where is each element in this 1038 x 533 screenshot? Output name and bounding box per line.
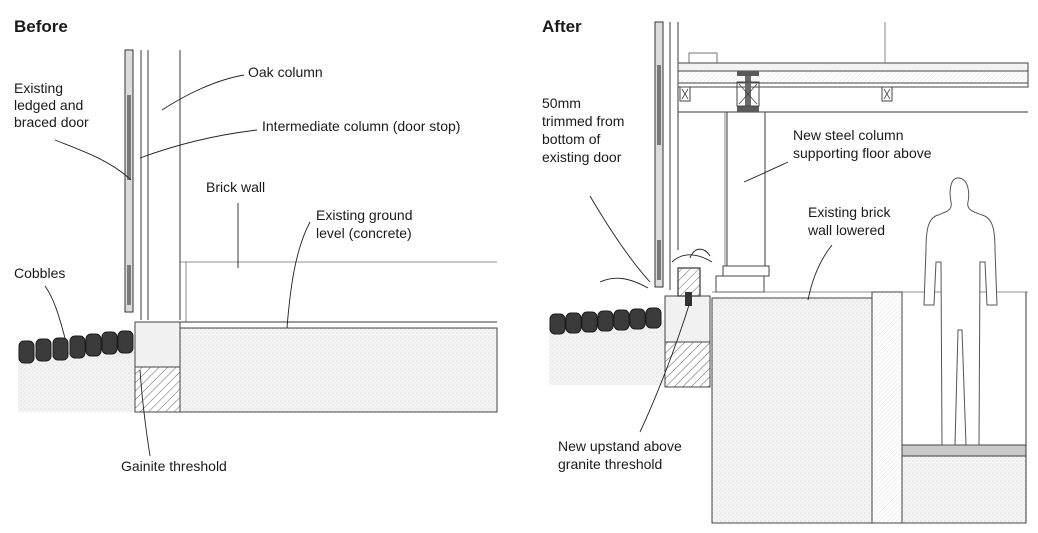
leader-brick-lowered (807, 244, 833, 301)
label-upstand: New upstand above granite threshold (558, 438, 686, 472)
leader-steel-column (743, 161, 789, 183)
joist-bracket-left (679, 86, 691, 102)
after-wall-core (871, 291, 903, 524)
after-cobble-bed (549, 320, 665, 385)
label-trimmed: 50mm trimmed from bottom of existing doo… (542, 95, 628, 165)
after-wall-block (711, 297, 873, 524)
label-intermediate-column: Intermediate column (door stop) (262, 118, 460, 134)
label-steel-column: New steel column supporting floor above (793, 127, 932, 161)
lowered-floor-slab (901, 444, 1027, 457)
leader-threshold (139, 369, 151, 457)
label-ground-level: Existing ground level (concrete) (316, 207, 416, 241)
leader-intermediate-column (139, 129, 258, 159)
after-panel: After (542, 17, 1029, 524)
steel-column (715, 112, 770, 293)
before-door (124, 49, 134, 313)
joist-bracket-right (881, 86, 893, 102)
after-title: After (542, 17, 582, 36)
label-cobbles: Cobbles (14, 265, 65, 281)
after-threshold-base (664, 341, 711, 388)
steel-beam (736, 71, 760, 112)
leader-oak-column (161, 74, 245, 111)
before-threshold (134, 321, 181, 368)
before-threshold-base (134, 366, 181, 413)
scale-figure (923, 177, 998, 446)
leader-trimmed-2 (599, 277, 649, 289)
before-cobbles (18, 330, 134, 364)
label-brick-wall: Brick wall (206, 179, 265, 195)
leader-upstand (639, 301, 691, 433)
leader-door (54, 139, 132, 181)
before-title: Before (14, 17, 68, 36)
label-brick-lowered: Existing brick wall lowered (807, 204, 894, 238)
leader-cobbles (44, 285, 66, 339)
before-ground-slab (179, 327, 498, 413)
lowered-floor-base (901, 455, 1027, 524)
upstand-fixing (685, 292, 692, 306)
leader-ground-level (286, 221, 311, 329)
label-threshold: Gainite threshold (121, 458, 227, 474)
new-upstand (677, 267, 701, 297)
after-cobbles (549, 307, 662, 335)
before-panel: Before E (14, 17, 498, 474)
label-oak-column: Oak column (248, 64, 323, 80)
label-door: Existing ledged and braced door (14, 80, 89, 130)
upstand-arrow (671, 248, 713, 263)
before-cobble-bed (18, 350, 135, 412)
leader-trimmed (589, 195, 651, 283)
floor-above (677, 22, 1029, 270)
after-door (654, 21, 664, 288)
